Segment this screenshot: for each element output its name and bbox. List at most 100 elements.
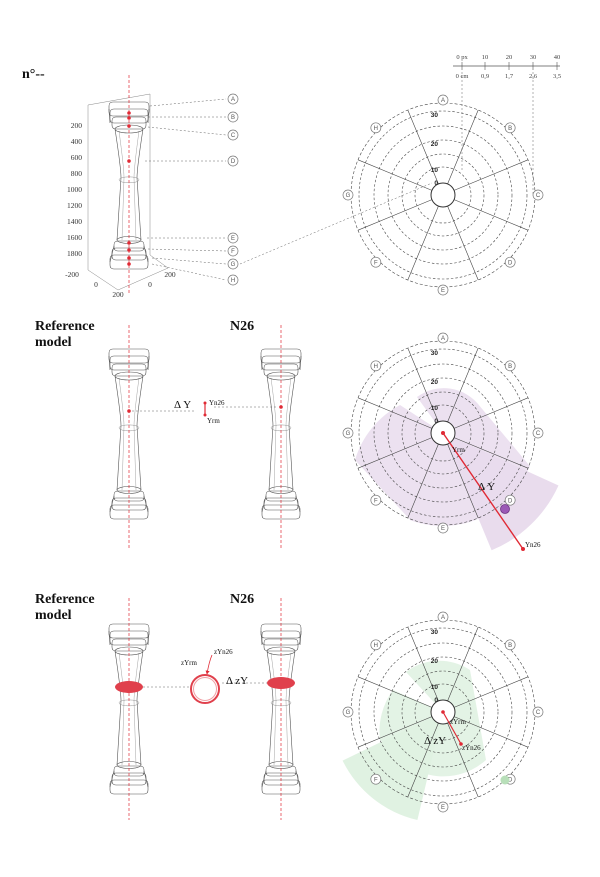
row1-marker-bottom: Yrm (207, 417, 220, 425)
scale-cm-3: 2,6 (529, 73, 538, 80)
polar-ring (387, 656, 499, 768)
z-tick-600: 600 (71, 153, 83, 162)
polar3-delta-vector (442, 711, 462, 745)
row1-marker-top: Yn26 (209, 399, 225, 407)
sector-label-text: C (536, 710, 541, 716)
polar-divider (357, 437, 433, 469)
sector-label-e: E (437, 284, 449, 296)
polar3-center-label: zYrm (450, 718, 466, 726)
polar-ring-label: 0 (434, 697, 438, 704)
sector-label-f: F (227, 245, 239, 257)
z-tick-200: 200 (71, 121, 83, 130)
polar-ring (401, 153, 485, 237)
sector-label-text: F (374, 260, 378, 266)
sector-label-circle (227, 258, 239, 270)
sector-label-circle (532, 706, 544, 718)
n26-slice-3b (267, 677, 295, 689)
shaft-right-edge (136, 128, 144, 241)
marker-h (127, 262, 131, 266)
sector-label-circle (370, 773, 382, 785)
sector-label-b: B (504, 639, 516, 651)
sector-label-circle (370, 639, 382, 651)
reference-marker-2a (127, 409, 131, 413)
sector-label-e: E (227, 232, 239, 244)
capital-edge (147, 630, 150, 646)
polar-divider (357, 397, 433, 429)
polar-divider (453, 159, 529, 191)
x-axis-ticks: -200 0 200 (65, 270, 124, 299)
shaft-right-edge (136, 650, 144, 766)
polar-ring (373, 642, 513, 782)
sector-label-text: F (231, 249, 235, 255)
sector-label-circle (370, 360, 382, 372)
section-leaders-1 (145, 98, 227, 281)
sector-label-d: D (227, 155, 239, 167)
sector-label-h: H (370, 360, 382, 372)
polar-divider (407, 205, 439, 281)
polar-ring (387, 377, 499, 489)
polar-divider (447, 626, 479, 702)
shaft-left-edge (114, 128, 122, 241)
row2-ring-left: zYrm (181, 659, 197, 667)
connector-to-polar-1 (239, 182, 433, 265)
sector-label-g: G (342, 189, 354, 201)
capital-mid-ring (261, 355, 301, 371)
shaft-inner-edge (270, 652, 277, 766)
sector-label-f: F (370, 494, 382, 506)
polar3-green-dot (500, 775, 510, 785)
y-axis-ticks: 200 0 (148, 270, 176, 289)
z-tick-1200: 1200 (67, 201, 82, 210)
polar-divider (407, 347, 439, 423)
shaft-inner-edge (270, 377, 277, 491)
base-ring-3 (261, 779, 301, 795)
row1-left-label-line1: Reference (35, 319, 95, 334)
sector-label-a: A (437, 332, 449, 344)
sector-label-text: B (508, 643, 512, 649)
polar-divider (447, 109, 479, 185)
scale-px-3: 30 (530, 54, 537, 61)
sector-label-circle (370, 256, 382, 268)
polar-divider (407, 443, 439, 519)
sector-label-f: F (370, 773, 382, 785)
polar-divider (447, 347, 479, 423)
polar-ring (373, 125, 513, 265)
polar-ring-label: 0 (434, 180, 438, 187)
sector-label-text: H (374, 364, 378, 370)
sector-label-text: H (374, 126, 378, 132)
capital-top-ring (260, 623, 302, 639)
capital-edge (299, 630, 302, 646)
base-ring-2 (111, 497, 147, 511)
capital-edge (108, 108, 111, 124)
polar-divider (447, 722, 479, 798)
sector-label-circle (227, 111, 239, 123)
polar-ring-label: 30 (431, 112, 439, 119)
polar-ring-label: 30 (431, 629, 439, 636)
sector-label-d: D (504, 256, 516, 268)
shaft-right-edge (136, 375, 144, 491)
row2-left-label-line1: Reference (35, 592, 95, 607)
base-ring-2 (111, 247, 147, 261)
scale-px-1: 10 (482, 54, 489, 61)
sector-label-text: A (231, 97, 235, 103)
sector-label-circle (437, 332, 449, 344)
base-ring-3 (261, 504, 301, 520)
x-tick-0: 0 (94, 280, 98, 289)
sector-label-text: B (231, 115, 235, 121)
sector-label-text: C (536, 431, 541, 437)
scale-bar: 0 px 10 20 30 40 0 cm 0,9 1,7 2,6 3,5 (453, 54, 561, 80)
base-ring-3 (109, 254, 149, 270)
polar3-vector-start (441, 710, 445, 714)
sector-label-a: A (437, 611, 449, 623)
polar-ring (358, 110, 528, 280)
sector-label-text: D (508, 498, 513, 504)
sector-label-d: D (504, 494, 516, 506)
sector-label-circle (437, 611, 449, 623)
sector-label-circle (227, 155, 239, 167)
sector-label-circle (227, 232, 239, 244)
y-tick-0: 0 (148, 280, 152, 289)
sector-label-e: E (437, 522, 449, 534)
shaft-inner-edge (133, 377, 140, 491)
sector-label-circle (437, 801, 449, 813)
